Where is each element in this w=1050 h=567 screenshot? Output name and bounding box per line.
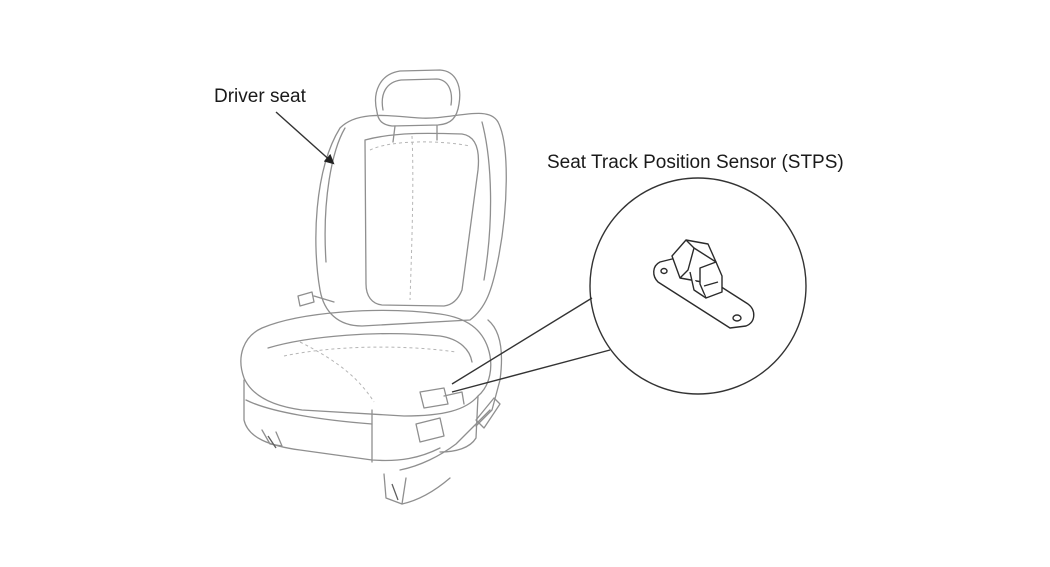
magnifier-circle — [589, 177, 807, 395]
recline-lever — [297, 291, 335, 307]
side-panel — [415, 319, 503, 443]
seat-back — [315, 112, 507, 327]
headrest — [375, 69, 461, 143]
stps-sensor — [653, 239, 755, 329]
seat-cushion — [240, 309, 492, 463]
callout-lines — [451, 297, 611, 393]
seat-rails — [261, 397, 501, 505]
stps-label: Seat Track Position Sensor (STPS) — [547, 152, 844, 173]
driver-seat-arrow — [275, 111, 335, 165]
driver-seat-label: Driver seat — [214, 86, 306, 107]
